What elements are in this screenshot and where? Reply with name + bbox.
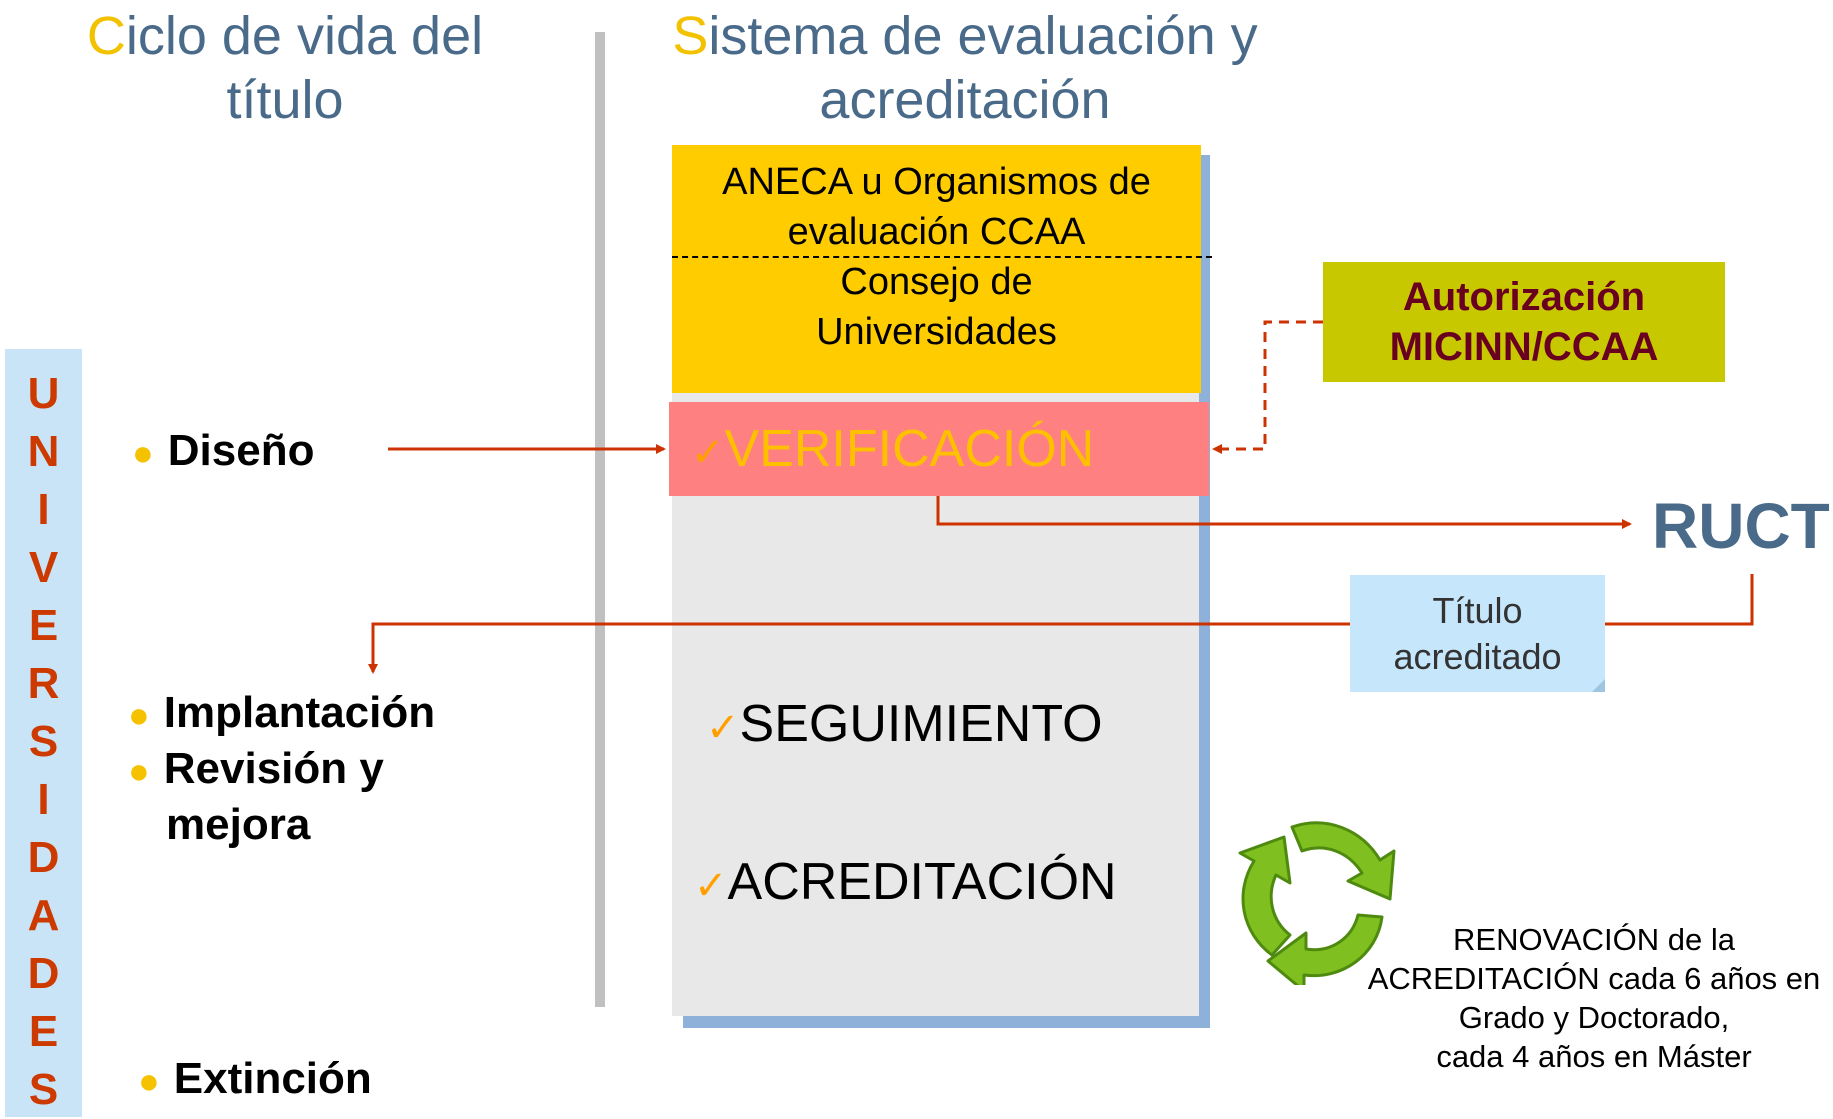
renovacion-line: ACREDITACIÓN cada 6 años en (1367, 961, 1821, 996)
autorizacion-label: MICINN/CCAA (1389, 325, 1659, 369)
titulo-acreditado-note: Título acreditado (1350, 575, 1605, 692)
univ-letter: D (27, 833, 60, 882)
bullet-dot-icon: ● (128, 750, 150, 792)
renovacion-line: Grado y Doctorado, (1458, 1000, 1730, 1035)
titulo-label: Título (1432, 589, 1523, 631)
seguimiento-item: ✓SEGUIMIENTO (706, 694, 1103, 758)
univ-letter: S (28, 717, 59, 766)
aneca-label: evaluación CCAA (787, 211, 1086, 253)
autorizacion-box: Autorización MICINN/CCAA (1323, 262, 1725, 382)
evaluation-bodies-box: ANECA u Organismos de evaluación CCAA Co… (672, 145, 1201, 393)
acreditacion-label: ACREDITACIÓN (727, 853, 1117, 911)
bullet-label: mejora (166, 800, 311, 850)
renovacion-note: RENOVACIÓN de la ACREDITACIÓN cada 6 año… (1355, 920, 1833, 1076)
heading-text: título (226, 70, 344, 130)
univ-letter: E (28, 601, 59, 650)
aneca-label: ANECA u Organismos de (722, 161, 1151, 203)
univ-letter: A (27, 891, 60, 940)
check-icon: ✓ (691, 431, 725, 475)
verificacion-box: ✓VERIFICACIÓN (669, 402, 1209, 496)
evaluation-column (672, 393, 1199, 1016)
heading-text: acreditación (819, 70, 1111, 130)
verificacion-label: VERIFICACIÓN (724, 420, 1095, 478)
bullet-label: Extinción (173, 1054, 372, 1103)
consejo-label: Universidades (816, 311, 1057, 353)
univ-letter: N (27, 427, 60, 476)
bullet-extincion: ● Extinción (138, 1052, 372, 1108)
arrow-autorizacion-to-verificacion (1212, 320, 1323, 454)
dashed-separator (672, 256, 1212, 258)
bullet-revision: ● Revisión y mejora (128, 742, 384, 852)
bullet-label: Implantación (163, 688, 436, 737)
univ-letter: S (28, 1065, 59, 1114)
bullet-dot-icon: ● (138, 1060, 160, 1102)
universidades-bar: U N I V E R S I D A D E S (5, 349, 82, 1117)
bullet-label: Diseño (167, 426, 315, 475)
univ-letter: V (28, 543, 59, 592)
bullet-implantacion: ● Implantación (128, 686, 435, 742)
univ-letter: D (27, 949, 60, 998)
seguimiento-label: SEGUIMIENTO (739, 695, 1103, 753)
column-divider (595, 32, 605, 1007)
univ-letter: I (37, 485, 50, 534)
check-icon: ✓ (706, 706, 740, 750)
univ-letter: E (28, 1007, 59, 1056)
univ-letter: I (37, 775, 50, 824)
bullet-diseno: ● Diseño (132, 424, 314, 480)
evaluation-system-heading: Sistema de evaluación y acreditación (640, 4, 1290, 132)
heading-text: iclo de vida del (125, 6, 484, 66)
consejo-label: Consejo de (840, 261, 1033, 303)
bullet-label: Revisión y (163, 744, 384, 793)
univ-letter: U (27, 369, 60, 418)
ruct-label: RUCT (1652, 490, 1830, 562)
bullet-dot-icon: ● (132, 432, 154, 474)
arrow-verificacion-to-ruct (936, 496, 1632, 529)
heading-initial: S (672, 6, 709, 66)
bullet-dot-icon: ● (128, 694, 150, 736)
arrow-ruct-to-implantacion (368, 574, 1754, 674)
titulo-label: acreditado (1393, 635, 1562, 677)
univ-letter: R (27, 659, 60, 708)
check-icon: ✓ (694, 864, 728, 908)
heading-initial: C (86, 6, 126, 66)
renovacion-line: RENOVACIÓN de la (1453, 922, 1735, 957)
heading-text: istema de evaluación y (708, 6, 1258, 66)
lifecycle-heading: Ciclo de vida del título (60, 4, 510, 132)
autorizacion-label: Autorización (1402, 275, 1646, 319)
acreditacion-item: ✓ACREDITACIÓN (694, 852, 1117, 916)
renovacion-line: cada 4 años en Máster (1436, 1039, 1752, 1074)
recycle-arrows-icon (1238, 821, 1396, 985)
